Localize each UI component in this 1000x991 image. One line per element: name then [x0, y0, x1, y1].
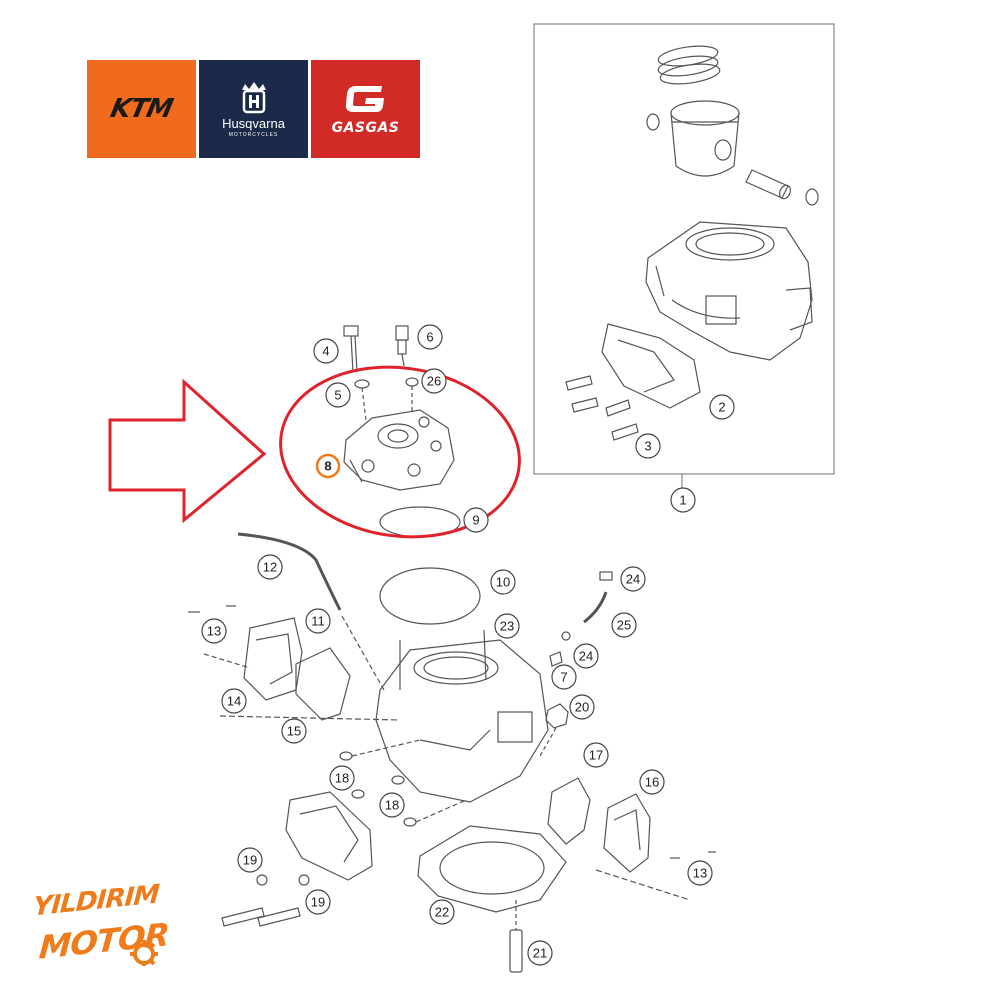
husqvarna-crown-icon [241, 82, 266, 114]
exhaust-socket-part [601, 323, 701, 409]
gear-icon [130, 940, 158, 966]
callout-23: 23 [500, 619, 514, 634]
callout-20: 20 [575, 700, 589, 715]
fitting-part [561, 571, 613, 641]
callout-17: 17 [589, 748, 603, 763]
callout-14: 14 [227, 694, 241, 709]
pointer-arrow-icon [108, 378, 267, 524]
callout-9: 9 [472, 513, 479, 528]
callout-8: 8 [324, 459, 331, 474]
yildirim-motor-watermark: YILDIRIM MOTOR [30, 880, 170, 980]
callout-24-lower: 24 [579, 649, 593, 664]
side-cover-part [603, 793, 651, 873]
o-ring-large-part [379, 567, 481, 625]
circlip-part [646, 113, 660, 131]
callout-6: 6 [426, 330, 433, 345]
husqvarna-wordmark: Husqvarna [222, 116, 285, 131]
base-gasket-part [417, 825, 567, 913]
gasket-part [547, 777, 591, 845]
callout-12: 12 [263, 560, 277, 575]
stud-bolts-part [565, 375, 639, 441]
cylinder-head-part [343, 409, 455, 491]
exhaust-flange-part [285, 791, 373, 881]
callout-25: 25 [617, 618, 631, 633]
cylinder-part [645, 221, 813, 361]
nipple-part [549, 651, 563, 667]
husqvarna-subtitle: MOTORCYCLES [228, 132, 279, 138]
watermark-line-1: YILDIRIM [32, 879, 160, 923]
callout-1: 1 [679, 493, 686, 508]
cover-part [243, 617, 303, 701]
washer-part [354, 379, 370, 389]
temperature-sensor-part [395, 325, 409, 367]
cylinder-lower-part [375, 639, 549, 803]
ktm-logo: KTM [87, 60, 196, 158]
callout-19-lower: 19 [311, 895, 325, 910]
seal-ring-part [405, 377, 419, 387]
callout-10: 10 [496, 575, 510, 590]
callout-19-upper: 19 [243, 853, 257, 868]
callout-24-upper: 24 [626, 572, 640, 587]
gasgas-g-icon [345, 86, 384, 112]
callout-5: 5 [334, 388, 341, 403]
callout-4: 4 [322, 344, 329, 359]
callout-21: 21 [533, 946, 547, 961]
piston-pin-part [745, 169, 792, 200]
gasgas-logo: GASGAS [311, 60, 420, 158]
cylinder-kit-box [533, 23, 835, 475]
callout-13-right: 13 [693, 866, 707, 881]
callout-3: 3 [644, 439, 651, 454]
bolt-part [343, 325, 359, 373]
cover-gasket-part [295, 647, 351, 721]
highlight-ring [279, 365, 521, 539]
callout-2: 2 [718, 400, 725, 415]
callout-22: 22 [435, 905, 449, 920]
callout-13-left: 13 [207, 624, 221, 639]
callout-18-upper: 18 [335, 771, 349, 786]
callout-26: 26 [427, 374, 441, 389]
piston-rings-part [657, 45, 721, 85]
highlighted-callout-ring [315, 453, 341, 479]
dowel-pin-part [509, 900, 523, 973]
husqvarna-logo: Husqvarna MOTORCYCLES [199, 60, 308, 158]
callout-11: 11 [311, 614, 325, 629]
piston-part [670, 100, 740, 177]
callout-18-lower: 18 [385, 798, 399, 813]
callout-16: 16 [645, 775, 659, 790]
gasgas-wordmark: GASGAS [331, 120, 400, 136]
breather-hose-part [237, 532, 342, 611]
exhaust-studs-part [221, 874, 310, 927]
circlip-part [805, 188, 819, 206]
callout-7: 7 [560, 670, 567, 685]
screws-part [188, 605, 251, 669]
callout-15: 15 [287, 724, 301, 739]
nut-part [539, 703, 569, 757]
